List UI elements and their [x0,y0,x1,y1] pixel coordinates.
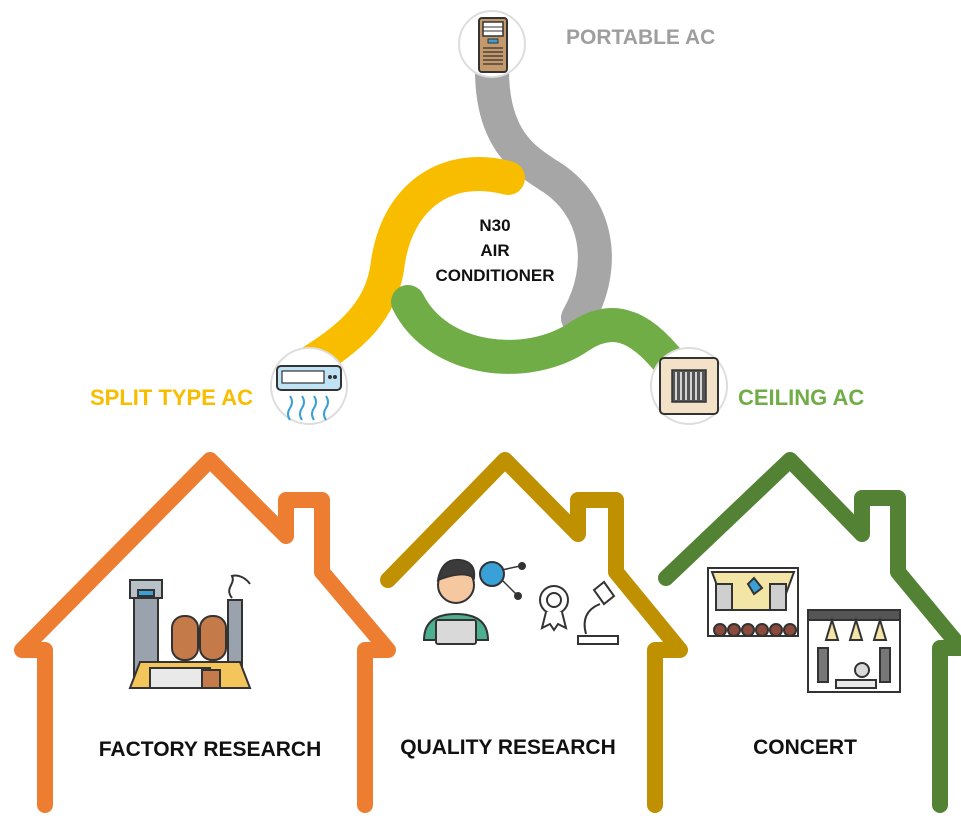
house-outline-quality [380,452,688,813]
label-portable-ac: PORTABLE AC [566,26,716,49]
label-ceiling-ac: CEILING AC [738,385,865,410]
hub-title-line1: N30 [479,216,511,235]
ceiling-ac-icon [650,347,728,425]
label-concert: CONCERT [753,736,857,759]
researcher-icon [422,558,619,645]
factory-icon [128,574,252,689]
label-factory-research: FACTORY RESEARCH [98,738,322,761]
portable-ac-icon [458,10,526,78]
ceiling-arc [391,285,697,393]
hub-title-line2: AIR [480,241,510,260]
concert-stage-icon [707,567,901,693]
house-outline-factory [14,452,396,813]
label-split-type-ac: SPLIT TYPE AC [90,385,253,410]
hub-title: N30 AIR CONDITIONER [405,213,585,288]
split-ac-icon [270,347,348,425]
portable-arc [475,53,612,335]
hub-arcs [278,53,697,393]
label-quality-research: QUALITY RESEARCH [400,736,616,759]
split-arc [278,157,525,389]
house-outline-concert [658,452,961,813]
hub-title-line3: CONDITIONER [435,266,555,285]
